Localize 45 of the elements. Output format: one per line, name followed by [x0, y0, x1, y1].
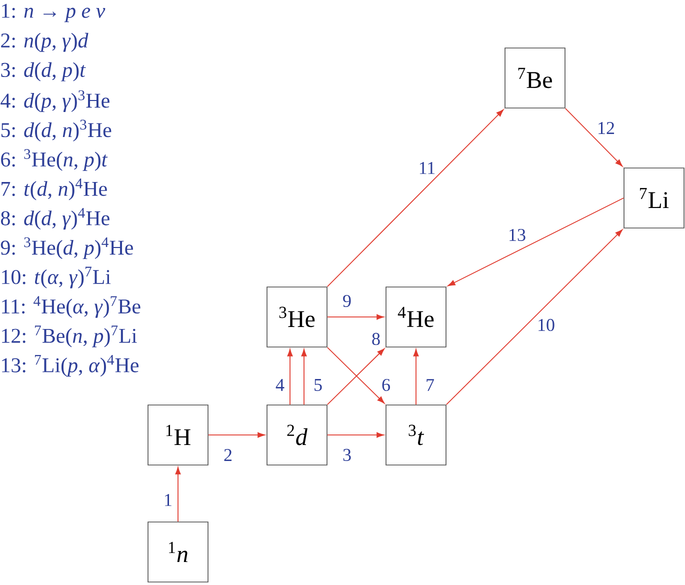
reaction-number: 9	[342, 294, 352, 308]
arrow	[448, 198, 624, 286]
reaction-text: 5: d(d, n)$^{3}$He	[1, 120, 112, 142]
reaction-text: 13: $^{7}$Li(p, α)$^{4}$He	[2, 354, 139, 377]
nuclide-box: $^{2}$d	[266, 404, 328, 466]
arrow	[208, 432, 265, 438]
reaction-number: 7	[424, 378, 436, 392]
arrow	[301, 349, 307, 406]
reaction-number: 8	[370, 332, 382, 346]
reaction-text: 4: d(p, γ)$^{3}$He	[0, 90, 110, 112]
reaction-text: 1: n → p e ν	[2, 4, 106, 22]
nuclide-box: $^{3}$He	[266, 286, 328, 348]
nuclide-box: $^{1}$n	[148, 522, 208, 582]
reaction-number: 12	[596, 121, 616, 135]
arrow	[326, 109, 504, 288]
reaction-number: 11	[417, 161, 437, 175]
reaction-text: 7: t(d, n)$^{4}$He	[2, 178, 107, 200]
arrow	[326, 314, 384, 320]
reaction-number: 2	[222, 448, 234, 462]
reaction-number: 13	[507, 228, 527, 242]
nuclide-box: $^{4}$He	[386, 286, 446, 348]
reaction-number: 10	[536, 318, 556, 332]
reaction-text: 8: d(d, γ)$^{4}$He	[1, 208, 110, 230]
arrow	[564, 108, 623, 167]
arrow	[326, 432, 384, 438]
reaction-number: 1	[162, 493, 174, 507]
reaction-text: 6: $^{3}$He(n, p)t	[1, 149, 108, 171]
arrow	[413, 349, 419, 406]
nuclide-box: $^{7}$Li	[624, 168, 684, 228]
nuclide-box: $^{7}$Be	[504, 48, 566, 108]
reaction-text: 9: $^{3}$He(d, p)$^{4}$He	[0, 237, 133, 260]
reaction-text: 2: n(p, γ)d	[1, 32, 88, 52]
reaction-number: 5	[312, 378, 324, 392]
reaction-text: 3: d(d, p)t	[1, 62, 86, 82]
reaction-number: 4	[274, 378, 286, 392]
arrow	[175, 467, 181, 522]
arrow	[446, 229, 623, 406]
reaction-text: 11: $^{4}$He(α, γ)$^{7}$Be	[2, 296, 140, 318]
reaction-text: 10: t(α, γ)$^{7}$Li	[2, 266, 111, 288]
reaction-number: 6	[380, 378, 392, 392]
nuclide-box: $^{1}$H	[148, 404, 208, 466]
arrow	[287, 349, 293, 406]
reaction-text: 12: $^{7}$Be(n, p)$^{7}$Li	[2, 326, 137, 348]
nuclide-box: $^{3}$t	[386, 404, 446, 466]
reaction-number: 3	[342, 448, 352, 462]
